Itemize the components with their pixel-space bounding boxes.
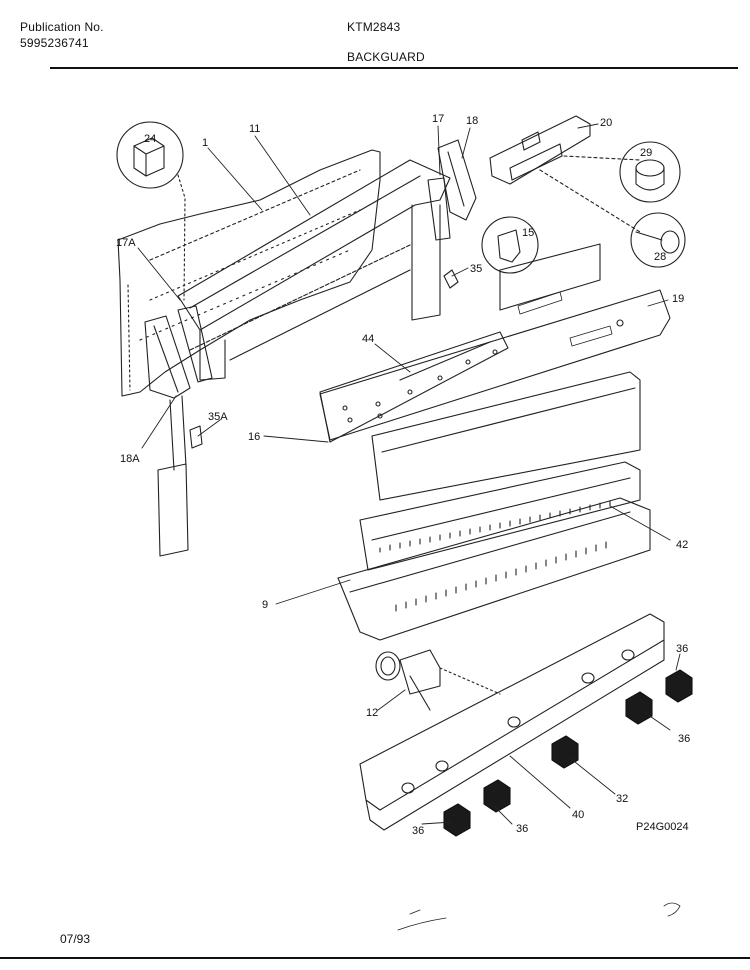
callout-29: 29 — [640, 147, 652, 159]
callout-36-a: 36 — [676, 643, 688, 655]
callout-24: 24 — [144, 133, 156, 145]
publication-number: 5995236741 — [20, 36, 89, 50]
part-right-end-cap — [427, 139, 477, 241]
footer-rule — [0, 957, 750, 959]
callout-36-b: 36 — [678, 733, 690, 745]
callout-28: 28 — [654, 251, 666, 263]
callout-32: 32 — [616, 793, 628, 805]
part-lower-vent-shield — [337, 497, 651, 641]
callout-11: 11 — [249, 123, 260, 135]
callout-44: 44 — [362, 333, 374, 345]
callout-12: 12 — [366, 707, 378, 719]
callout-42: 42 — [676, 539, 688, 551]
callout-19: 19 — [672, 293, 684, 305]
part-shaft-inset — [630, 212, 686, 268]
callout-16: 16 — [248, 431, 260, 443]
callout-35a: 35A — [208, 411, 228, 423]
part-manifold-panel — [359, 613, 665, 831]
callout-36-c: 36 — [516, 823, 528, 835]
part-thermostat — [375, 649, 501, 711]
publication-date: 07/93 — [60, 932, 91, 946]
leader-lines — [137, 123, 681, 825]
part-switch-inset — [116, 121, 186, 301]
section-title: BACKGUARD — [347, 50, 425, 64]
callout-labels: 1 11 17 18 20 24 29 17A 15 35 28 19 44 3… — [116, 113, 690, 837]
callout-9: 9 — [262, 599, 268, 611]
part-vent-channel — [359, 461, 641, 571]
callout-17a: 17A — [116, 237, 136, 249]
callout-18a: 18A — [120, 453, 140, 465]
callout-17: 17 — [432, 113, 444, 125]
part-trim-strip — [371, 371, 641, 501]
callout-35: 35 — [470, 263, 482, 275]
model-number: KTM2843 — [347, 20, 401, 34]
callout-15: 15 — [522, 227, 534, 239]
part-clock-knob-inset — [619, 141, 681, 203]
part-control-knobs — [443, 669, 693, 837]
publication-label: Publication No. — [20, 20, 104, 34]
callout-36-d: 36 — [412, 825, 424, 837]
part-bracket-inset — [443, 216, 539, 289]
callout-1: 1 — [202, 137, 208, 149]
callout-40: 40 — [572, 809, 584, 821]
part-clock-module — [489, 115, 641, 233]
scan-marks — [397, 902, 681, 931]
part-left-end-cap — [144, 305, 213, 557]
header-rule — [50, 67, 738, 69]
part-switch-panel — [319, 331, 509, 443]
callout-20: 20 — [600, 117, 612, 129]
diagram-code: P24G0024 — [636, 821, 689, 833]
part-top-frame — [177, 159, 451, 381]
callout-18: 18 — [466, 115, 478, 127]
